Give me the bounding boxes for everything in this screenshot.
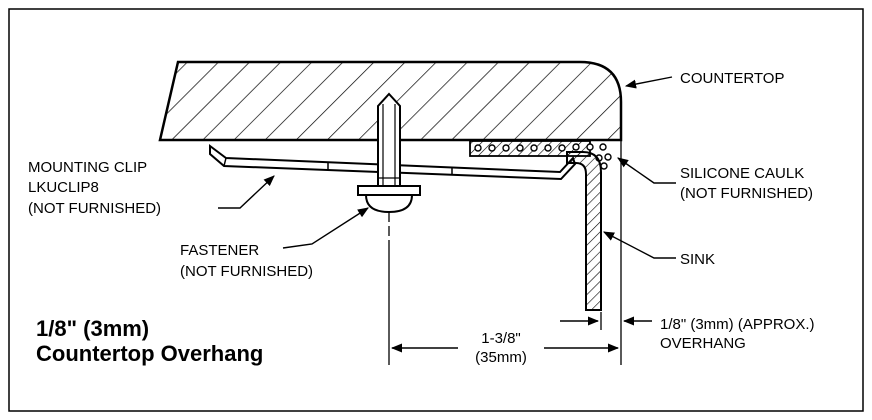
- label-mounting-clip-3: (NOT FURNISHED): [28, 200, 161, 217]
- title-line-2: Countertop Overhang: [36, 341, 263, 366]
- countertop-leader: [624, 76, 673, 89]
- label-fastener-2: (NOT FURNISHED): [180, 263, 313, 280]
- diagram-border: [8, 8, 864, 412]
- sink-leader: [603, 231, 676, 259]
- fastener: [357, 92, 421, 365]
- label-countertop: COUNTERTOP: [680, 70, 784, 87]
- silicone-leader: [617, 157, 676, 184]
- fastener-leader: [282, 207, 369, 249]
- label-silicone-2: (NOT FURNISHED): [680, 185, 813, 202]
- sink-wall: [566, 151, 602, 311]
- mounting-clip-leader: [218, 175, 275, 209]
- label-sink: SINK: [680, 251, 715, 268]
- label-dimension-2: (35mm): [475, 349, 527, 366]
- label-silicone-1: SILICONE CAULK: [680, 165, 804, 182]
- label-mounting-clip-1: MOUNTING CLIP: [28, 159, 147, 176]
- label-mounting-clip-2: LKUCLIP8: [28, 179, 99, 196]
- title-line-1: 1/8" (3mm): [36, 316, 149, 341]
- label-dimension-1: 1-3/8": [481, 330, 521, 347]
- label-fastener-1: FASTENER: [180, 242, 259, 259]
- label-overhang-1: 1/8" (3mm) (APPROX.): [660, 316, 815, 333]
- label-overhang-2: OVERHANG: [660, 335, 746, 352]
